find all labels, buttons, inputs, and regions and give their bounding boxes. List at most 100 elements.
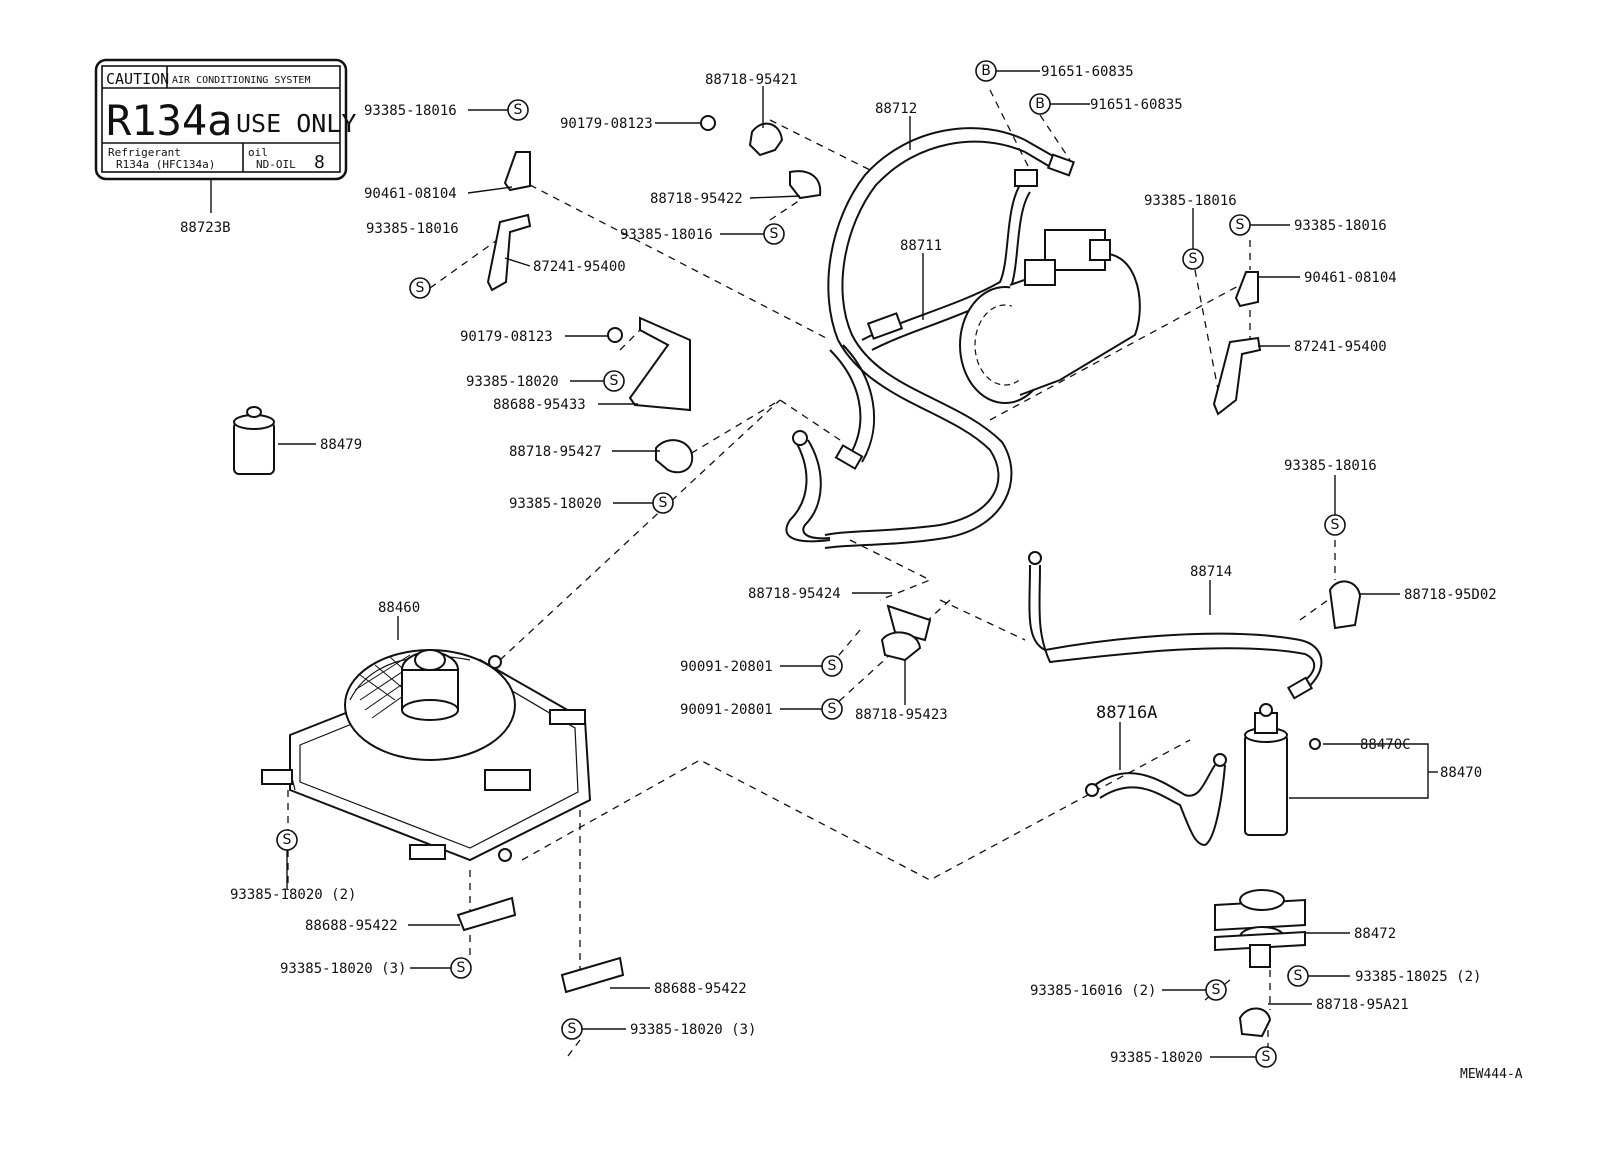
- callout-93385-18020-c: 93385-18020: [1110, 1050, 1203, 1066]
- svg-text:S: S: [1212, 982, 1221, 998]
- callout-88718-95a21: 88718-95A21: [1316, 997, 1409, 1013]
- s-symbol: S: [821, 655, 843, 677]
- callout-88714: 88714: [1190, 564, 1232, 580]
- callout-91651-60835-b: 91651-60835: [1090, 97, 1183, 113]
- callout-88718-95423: 88718-95423: [855, 707, 948, 723]
- svg-text:B: B: [1035, 96, 1045, 112]
- s-symbol: S: [1255, 1046, 1277, 1068]
- svg-text:S: S: [828, 701, 837, 717]
- use-only-text: USE ONLY: [236, 109, 356, 138]
- callout-88470: 88470: [1440, 765, 1482, 781]
- callout-87241-95400-a: 87241-95400: [533, 259, 626, 275]
- callout-90091-20801-b: 90091-20801: [680, 702, 773, 718]
- s-symbol: S: [409, 277, 431, 299]
- callout-90179-08123-a: 90179-08123: [560, 116, 653, 132]
- svg-text:B: B: [981, 63, 991, 79]
- callout-88470c: 88470C: [1360, 737, 1411, 753]
- callout-88479: 88479: [320, 437, 362, 453]
- callout-90461-08104-a: 90461-08104: [364, 186, 457, 202]
- svg-text:S: S: [1262, 1049, 1271, 1065]
- system-text: AIR CONDITIONING SYSTEM: [172, 75, 310, 86]
- svg-text:S: S: [568, 1021, 577, 1037]
- drawing-id: MEW444-A: [1460, 1067, 1523, 1082]
- callout-88718-95427: 88718-95427: [509, 444, 602, 460]
- callout-88688-95422-b: 88688-95422: [654, 981, 747, 997]
- s-symbol: S: [1229, 214, 1251, 236]
- caution-plate: CAUTION AIR CONDITIONING SYSTEM R134a US…: [94, 58, 356, 236]
- s-symbol: S: [821, 698, 843, 720]
- callout-90091-20801-a: 90091-20801: [680, 659, 773, 675]
- bracket-88472: [1214, 889, 1306, 968]
- callout-90179-08123-b: 90179-08123: [460, 329, 553, 345]
- s-symbol: S: [603, 370, 625, 392]
- callout-93385-18020-2: 93385-18020 (2): [230, 887, 356, 903]
- condenser-fan-unit: [261, 649, 592, 862]
- hose-88714: [1028, 551, 1323, 700]
- oil-type: ND-OIL: [256, 158, 296, 171]
- refrigerant-label: Refrigerant: [108, 146, 181, 159]
- callout-88460: 88460: [378, 600, 420, 616]
- callout-93385-18016-a: 93385-18016: [364, 103, 457, 119]
- callout-88472: 88472: [1354, 926, 1396, 942]
- s-symbol: S: [1205, 979, 1227, 1001]
- callout-93385-18020-b: 93385-18020: [509, 496, 602, 512]
- callout-88723b: 88723B: [180, 220, 231, 236]
- s-symbol: S: [1324, 514, 1346, 536]
- callout-93385-16016-2: 93385-16016 (2): [1030, 983, 1156, 999]
- s-symbol: S: [507, 99, 529, 121]
- svg-text:S: S: [1236, 217, 1245, 233]
- svg-text:S: S: [659, 495, 668, 511]
- callout-93385-18025-2: 93385-18025 (2): [1355, 969, 1481, 985]
- s-symbol: S: [1182, 248, 1204, 270]
- callout-88716a: 88716A: [1096, 703, 1157, 723]
- svg-text:S: S: [457, 960, 466, 976]
- hose-88712: [824, 127, 1076, 549]
- callout-93385-18016-e: 93385-18016: [1294, 218, 1387, 234]
- s-symbol: S: [450, 957, 472, 979]
- svg-text:S: S: [283, 832, 292, 848]
- callout-93385-18020-3-b: 93385-18020 (3): [630, 1022, 756, 1038]
- callout-88712: 88712: [875, 101, 917, 117]
- compressor: [959, 229, 1141, 404]
- hose-88716a: [1085, 753, 1227, 847]
- svg-text:S: S: [610, 373, 619, 389]
- svg-text:S: S: [416, 280, 425, 296]
- callout-91651-60835-a: 91651-60835: [1041, 64, 1134, 80]
- svg-text:S: S: [1189, 251, 1198, 267]
- svg-text:S: S: [1331, 517, 1340, 533]
- receiver-dryer: [1244, 703, 1321, 836]
- refrigerant-type: R134a (HFC134a): [116, 158, 215, 171]
- oil-label: oil: [248, 146, 268, 159]
- s-symbol: S: [1287, 965, 1309, 987]
- callout-93385-18016-f: 93385-18016: [1284, 458, 1377, 474]
- svg-text:S: S: [770, 226, 779, 242]
- s-symbol: S: [763, 223, 785, 245]
- callout-93385-18016-b: 93385-18016: [620, 227, 713, 243]
- callout-88718-95421: 88718-95421: [705, 72, 798, 88]
- callout-88688-95433: 88688-95433: [493, 397, 586, 413]
- assembly-lines: [287, 89, 1336, 1061]
- leader-lines: [278, 70, 1438, 1058]
- s-symbol: S: [276, 829, 298, 851]
- small-parts: [233, 115, 1362, 1038]
- oil-number: 8: [314, 152, 325, 173]
- callout-88718-95424: 88718-95424: [748, 586, 841, 602]
- svg-text:S: S: [514, 102, 523, 118]
- callout-88718-95422: 88718-95422: [650, 191, 743, 207]
- svg-text:S: S: [1294, 968, 1303, 984]
- callout-88711: 88711: [900, 238, 942, 254]
- refrigerant-big-text: R134a: [106, 96, 232, 145]
- callout-87241-95400-b: 87241-95400: [1294, 339, 1387, 355]
- callout-93385-18020-3-a: 93385-18020 (3): [280, 961, 406, 977]
- callout-90461-08104-b: 90461-08104: [1304, 270, 1397, 286]
- caution-text: CAUTION: [106, 70, 169, 88]
- b-symbol: B: [1029, 93, 1051, 115]
- s-symbol: S: [652, 492, 674, 514]
- svg-text:S: S: [828, 658, 837, 674]
- callout-labels: 88718-95421 88712 91651-60835 91651-6083…: [230, 64, 1523, 1082]
- fastener-symbols: S S S S S S S S S S S S S S S S B B: [276, 60, 1346, 1068]
- b-symbol: B: [975, 60, 997, 82]
- callout-93385-18016-d: 93385-18016: [1144, 193, 1237, 209]
